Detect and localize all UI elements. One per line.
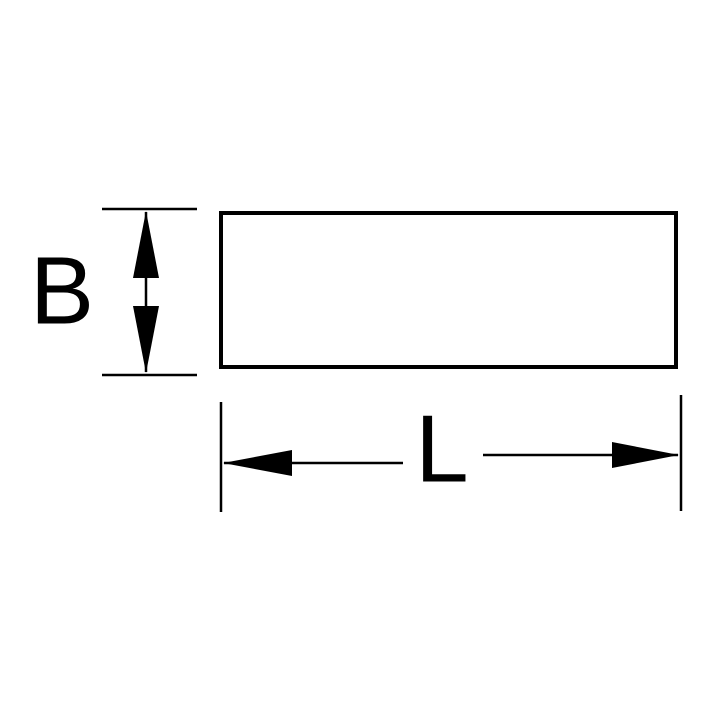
width-arrow-down-icon <box>133 306 159 373</box>
width-label: B <box>30 237 94 344</box>
length-label: L <box>415 395 468 502</box>
length-arrow-right-icon <box>612 442 679 468</box>
width-arrow-up-icon <box>133 211 159 278</box>
length-arrow-left-icon <box>223 450 292 476</box>
part-outline <box>219 211 678 369</box>
